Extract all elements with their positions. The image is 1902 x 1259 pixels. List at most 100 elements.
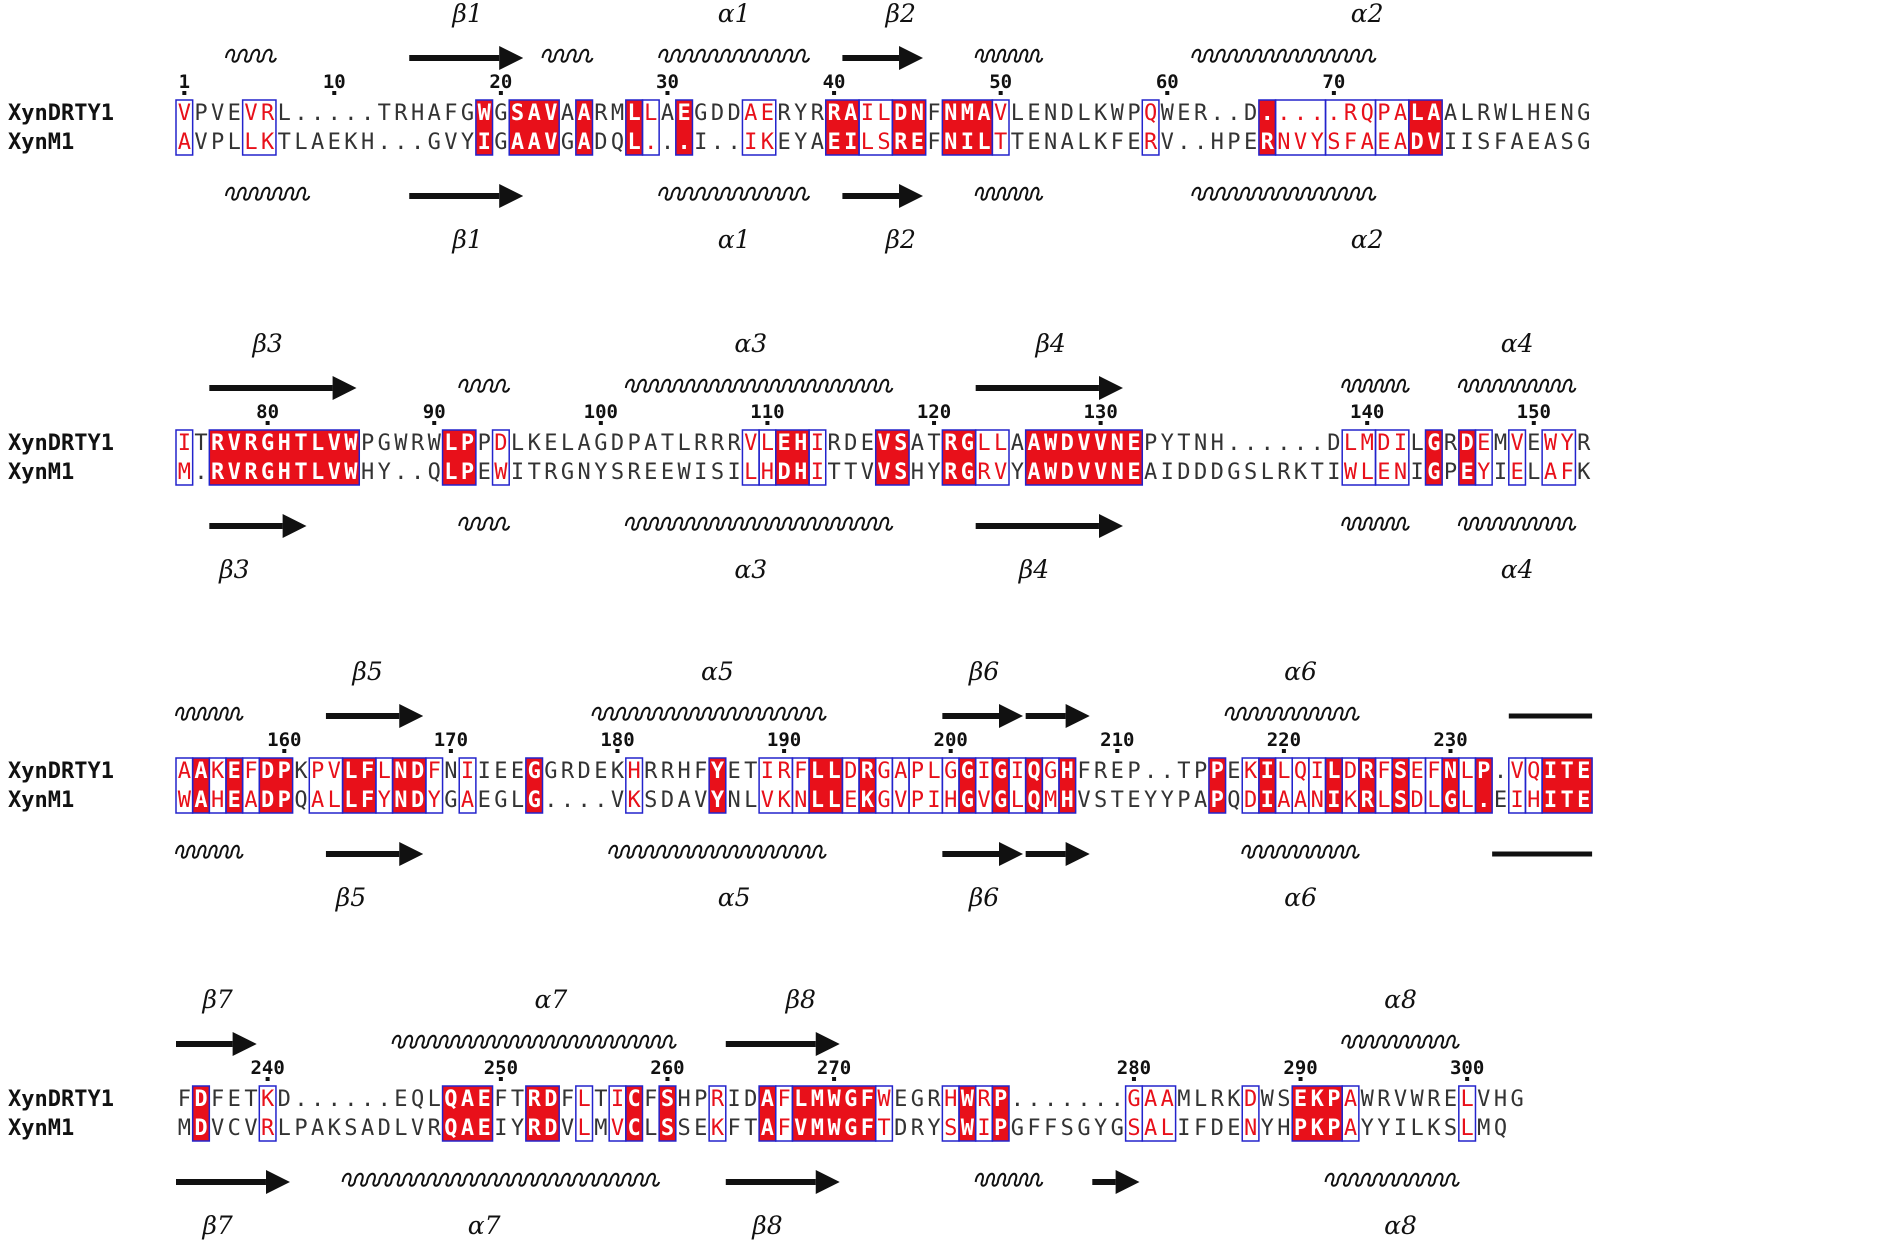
similar-box: [1008, 757, 1027, 814]
residue-number: 280: [1117, 1057, 1151, 1079]
identical-box: [191, 1085, 211, 1142]
helix-mark: [224, 48, 277, 63]
top-structure-track: [175, 704, 1593, 728]
bottom-structure-track: [175, 842, 1593, 866]
conservation-boxes: [175, 757, 1593, 814]
top-structure-track: [224, 46, 1377, 70]
similar-box: [1508, 429, 1527, 486]
sequence-name: XynDRTY1: [8, 431, 114, 456]
residue-number: 20: [489, 71, 512, 93]
identical-box: [1408, 99, 1443, 156]
helix-mark: [1324, 1172, 1460, 1187]
identical-box: [475, 99, 494, 156]
number-tick: [615, 749, 620, 753]
sequence-name: XynDRTY1: [8, 101, 114, 126]
similar-box: [808, 429, 827, 486]
sequence-name: XynM1: [8, 460, 74, 485]
number-tick: [1131, 1077, 1136, 1081]
number-tick: [1448, 749, 1453, 753]
structure-label: α2: [1351, 0, 1384, 28]
residue-number: 50: [989, 71, 1012, 93]
similar-box: [625, 757, 644, 814]
conservation-boxes: [175, 429, 1577, 486]
conservation-boxes: [175, 99, 1443, 156]
similar-box: [641, 99, 660, 156]
identical-box: [208, 429, 361, 486]
structure-label: β5: [351, 657, 382, 686]
number-tick: [282, 749, 287, 753]
structure-label: α6: [1284, 883, 1317, 912]
similar-box: [858, 99, 894, 156]
structure-label: α7: [468, 1211, 501, 1240]
residue-number: 270: [817, 1057, 851, 1079]
structure-label: α1: [718, 225, 751, 254]
conservation-boxes: [191, 1085, 1477, 1142]
residue-number: 110: [750, 401, 784, 423]
similar-box: [1524, 757, 1543, 814]
identical-box: [808, 757, 844, 814]
identical-box: [1024, 429, 1144, 486]
number-tick: [832, 91, 837, 95]
structure-label: β8: [785, 985, 816, 1014]
similar-box: [1341, 757, 1360, 814]
number-tick: [932, 421, 937, 425]
number-tick: [832, 1077, 837, 1081]
residue-number: 100: [584, 401, 618, 423]
similar-box: [841, 757, 860, 814]
similar-box: [1541, 429, 1577, 486]
structure-label: β1: [451, 225, 482, 254]
structure-label: β3: [251, 329, 282, 358]
residue-number: 250: [484, 1057, 518, 1079]
bottom-structure-track: [209, 514, 1577, 538]
helix-mark: [458, 516, 511, 531]
residue-number: 140: [1350, 401, 1384, 423]
structure-label: β1: [451, 0, 482, 28]
structure-label: α5: [718, 883, 751, 912]
helix-mark: [175, 844, 244, 859]
similar-box: [491, 429, 510, 486]
number-tick: [332, 91, 337, 95]
structure-label: β7: [201, 1211, 232, 1240]
residue-number: 200: [934, 729, 968, 751]
structure-label: β6: [968, 657, 999, 686]
similar-box: [425, 757, 444, 814]
residue-number: 170: [434, 729, 468, 751]
similar-box: [175, 99, 194, 156]
structure-label: β2: [885, 225, 916, 254]
sequence-name: XynM1: [8, 788, 74, 813]
structure-label: β2: [885, 0, 916, 28]
similar-box: [791, 757, 810, 814]
helix-mark: [974, 186, 1044, 201]
structure-label: β4: [1018, 555, 1049, 584]
helix-mark: [608, 844, 827, 859]
residue-number: 1: [179, 71, 190, 93]
residue-number: 220: [1267, 729, 1301, 751]
number-tick: [948, 749, 953, 753]
number-tick: [1365, 421, 1370, 425]
similar-box: [758, 429, 777, 486]
similar-box: [941, 1085, 960, 1142]
helix-mark: [224, 186, 311, 201]
similar-box: [208, 757, 227, 814]
similar-box: [1474, 429, 1493, 486]
similar-box: [1374, 757, 1393, 814]
similar-box: [1458, 757, 1477, 814]
residue-number: 160: [267, 729, 301, 751]
structure-label: α3: [734, 329, 767, 358]
residue-number: 240: [250, 1057, 284, 1079]
similar-box: [241, 99, 277, 156]
similar-box: [1458, 1085, 1477, 1142]
sequence-name: XynM1: [8, 1116, 74, 1141]
similar-box: [1374, 429, 1410, 486]
